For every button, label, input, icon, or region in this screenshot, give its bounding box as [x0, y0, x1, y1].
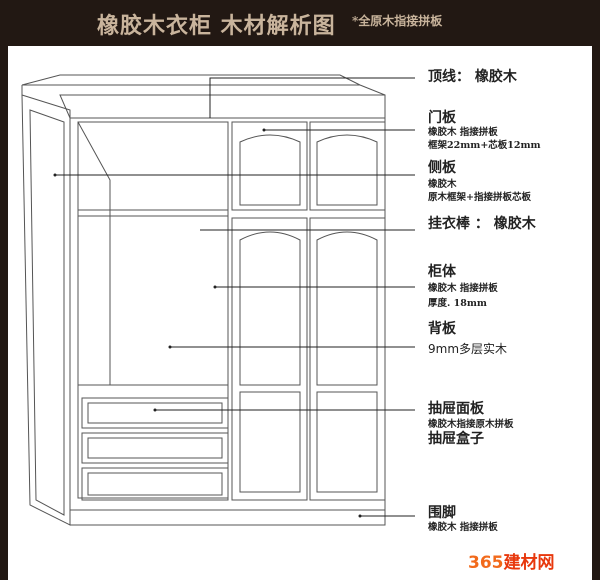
- label-drawer-line2: 抽屉盒子: [428, 431, 484, 447]
- label-side-line2: 原木框架+指接拼板芯板: [428, 192, 531, 203]
- label-base-line1: 橡胶木 指接拼板: [428, 522, 498, 533]
- wardrobe-outline: [21, 74, 386, 526]
- page-subtitle: *全原木指接拼板: [352, 14, 443, 28]
- label-body-title: 柜体: [428, 264, 456, 280]
- drawers: [81, 397, 229, 501]
- label-drawer-line1: 橡胶木指接原木拼板: [428, 419, 514, 430]
- page-title: 橡胶木衣柜 木材解析图: [97, 13, 336, 39]
- label-back-line1: 9mm多层实木: [428, 342, 508, 356]
- label-rod: 挂衣棒 ： 橡胶木: [428, 216, 536, 232]
- label-side-line1: 橡胶木: [428, 179, 457, 190]
- label-top-line: 顶线： 橡胶木: [428, 69, 517, 85]
- label-side-title: 侧板: [428, 160, 456, 176]
- label-body-line2: 厚度. 18mm: [428, 298, 487, 309]
- upper-doors: [231, 121, 386, 211]
- label-drawer-title: 抽屉面板: [428, 401, 484, 417]
- label-door-line2: 框架22mm+芯板12mm: [428, 140, 541, 151]
- leader-lines: [55, 77, 415, 517]
- label-base-title: 围脚: [428, 505, 456, 521]
- leader-dots: [53, 128, 362, 518]
- label-back-title: 背板: [428, 321, 456, 337]
- label-body-line1: 橡胶木 指接拼板: [428, 283, 498, 294]
- watermark-logo: 365建材网: [468, 548, 555, 573]
- lower-doors: [231, 217, 386, 501]
- label-door-title: 门板: [428, 110, 456, 126]
- watermark-number: 365: [468, 553, 504, 573]
- watermark-text: 建材网: [503, 553, 555, 573]
- label-door-line1: 橡胶木 指接拼板: [428, 127, 498, 138]
